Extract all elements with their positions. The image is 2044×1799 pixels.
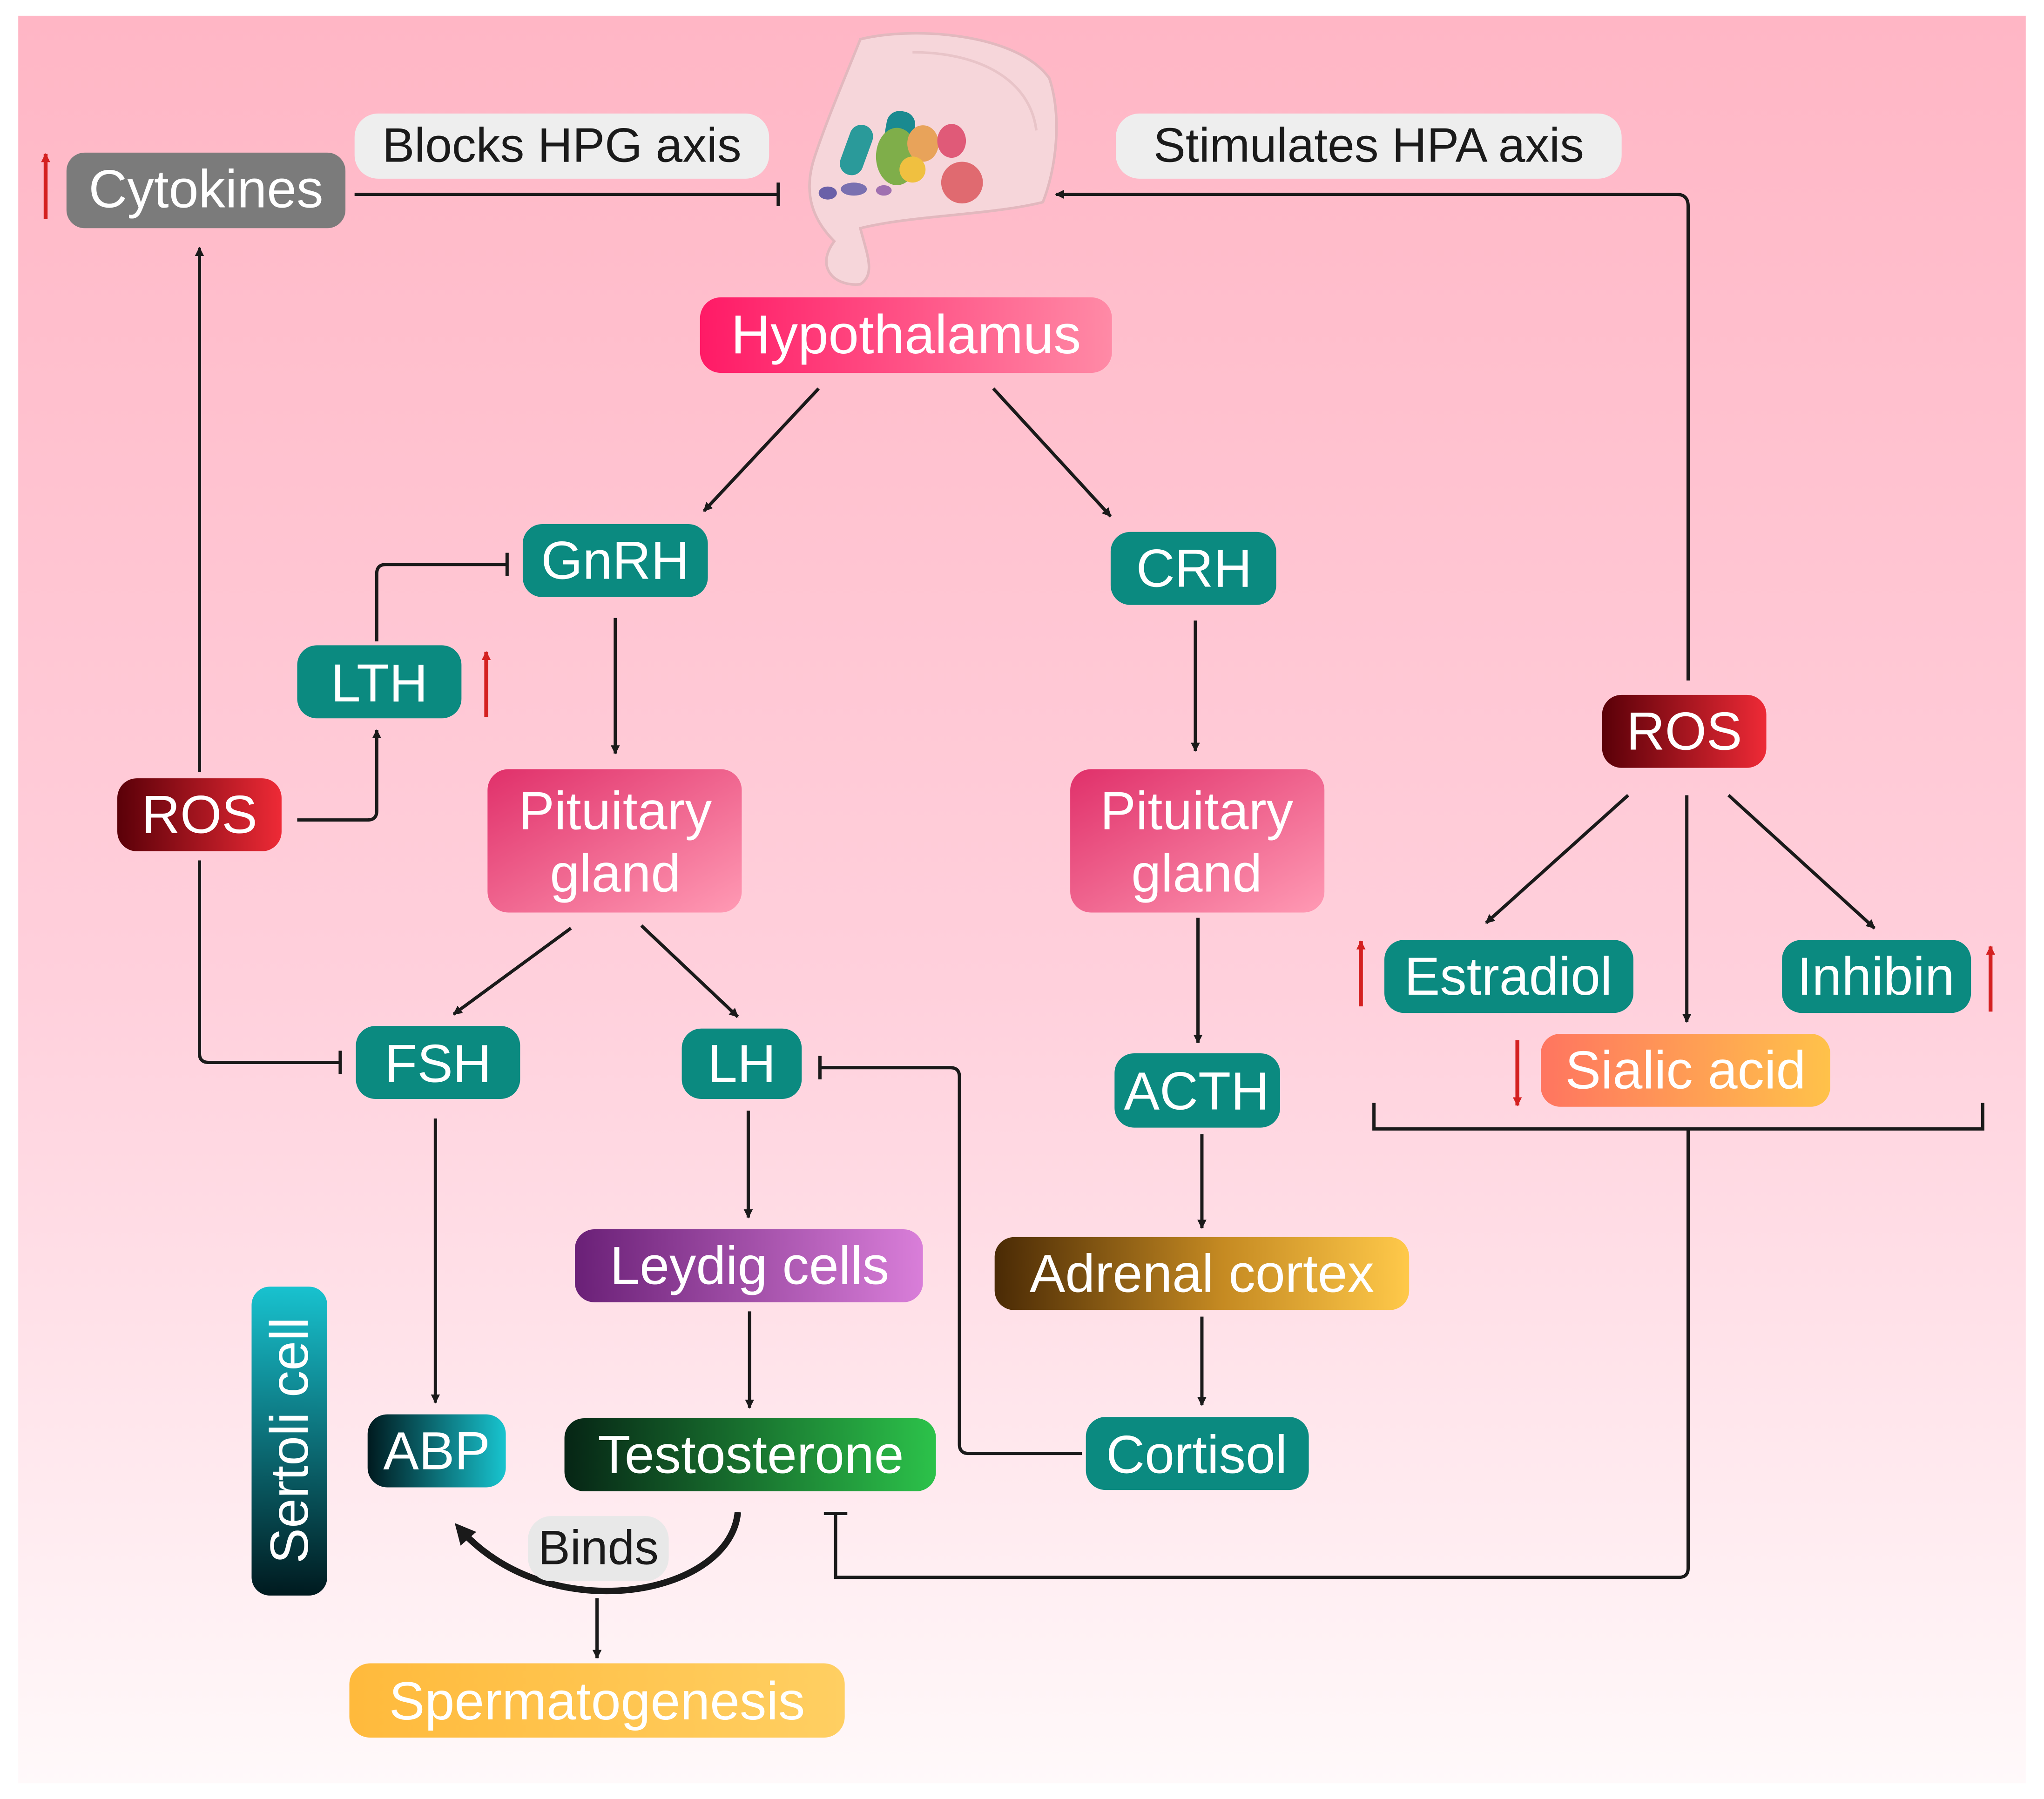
node-adrenal-cortex-label: Adrenal cortex: [1030, 1244, 1374, 1303]
node-lth-label: LTH: [331, 654, 428, 713]
label-stimulates-hpa-text: Stimulates HPA axis: [1154, 118, 1584, 172]
node-abp: ABP: [367, 1414, 506, 1488]
node-testosterone: Testosterone: [564, 1418, 936, 1491]
node-cortisol-label: Cortisol: [1106, 1425, 1287, 1485]
node-cytokines: Cytokines: [66, 152, 346, 229]
node-hypothalamus-label: Hypothalamus: [731, 304, 1081, 365]
node-leydig-cells-label: Leydig cells: [610, 1236, 889, 1296]
node-ros-left: ROS: [117, 778, 282, 851]
label-stimulates-hpa: Stimulates HPA axis: [1116, 113, 1622, 179]
node-pituitary-left: Pituitary gland: [487, 769, 742, 913]
label-binds-text: Binds: [538, 1521, 659, 1575]
node-lth: LTH: [297, 645, 462, 719]
node-lh-label: LH: [708, 1034, 776, 1094]
node-cytokines-label: Cytokines: [88, 159, 323, 219]
node-fsh: FSH: [356, 1026, 520, 1099]
node-lh: LH: [681, 1028, 802, 1099]
node-crh-label: CRH: [1136, 539, 1252, 598]
node-fsh-label: FSH: [385, 1034, 492, 1094]
node-ros-left-label: ROS: [142, 785, 257, 845]
node-hypothalamus: Hypothalamus: [700, 297, 1112, 373]
node-gnrh-label: GnRH: [541, 531, 689, 591]
node-pituitary-left-line1: Pituitary: [519, 781, 712, 841]
change-markers: [41, 153, 1995, 1106]
node-sertoli-cell: Sertoli cell: [251, 1287, 327, 1596]
binds-arrow: [454, 1512, 741, 1595]
node-ros-right: ROS: [1602, 694, 1767, 768]
node-sialic-acid: Sialic acid: [1541, 1033, 1830, 1107]
node-spermatogenesis-label: Spermatogenesis: [389, 1671, 805, 1731]
node-inhibin: Inhibin: [1782, 940, 1971, 1013]
node-spermatogenesis: Spermatogenesis: [349, 1663, 845, 1738]
connectors: [195, 182, 1984, 1659]
node-adrenal-cortex: Adrenal cortex: [994, 1237, 1410, 1310]
node-ros-right-label: ROS: [1626, 701, 1742, 761]
node-inhibin-label: Inhibin: [1797, 947, 1955, 1006]
node-testosterone-label: Testosterone: [598, 1425, 904, 1485]
node-cortisol: Cortisol: [1086, 1417, 1309, 1490]
node-pituitary-left-line2: gland: [550, 844, 681, 903]
node-sertoli-cell-label: Sertoli cell: [260, 1317, 319, 1564]
node-crh: CRH: [1110, 532, 1276, 605]
node-pituitary-right-line1: Pituitary: [1100, 781, 1293, 841]
node-estradiol: Estradiol: [1384, 940, 1633, 1013]
label-blocks-hpg-text: Blocks HPG axis: [382, 118, 742, 172]
node-pituitary-right: Pituitary gland: [1070, 769, 1325, 913]
node-gnrh: GnRH: [522, 524, 708, 597]
node-sialic-acid-label: Sialic acid: [1565, 1041, 1806, 1100]
node-pituitary-right-line2: gland: [1131, 844, 1262, 903]
node-acth-label: ACTH: [1124, 1061, 1270, 1121]
node-abp-label: ABP: [383, 1421, 490, 1481]
brain-hypothalamus-icon: [808, 32, 1058, 286]
node-leydig-cells: Leydig cells: [574, 1229, 923, 1302]
node-acth: ACTH: [1114, 1053, 1280, 1128]
label-blocks-hpg: Blocks HPG axis: [354, 113, 769, 179]
node-estradiol-label: Estradiol: [1404, 947, 1612, 1006]
label-binds: Binds: [528, 1516, 669, 1582]
